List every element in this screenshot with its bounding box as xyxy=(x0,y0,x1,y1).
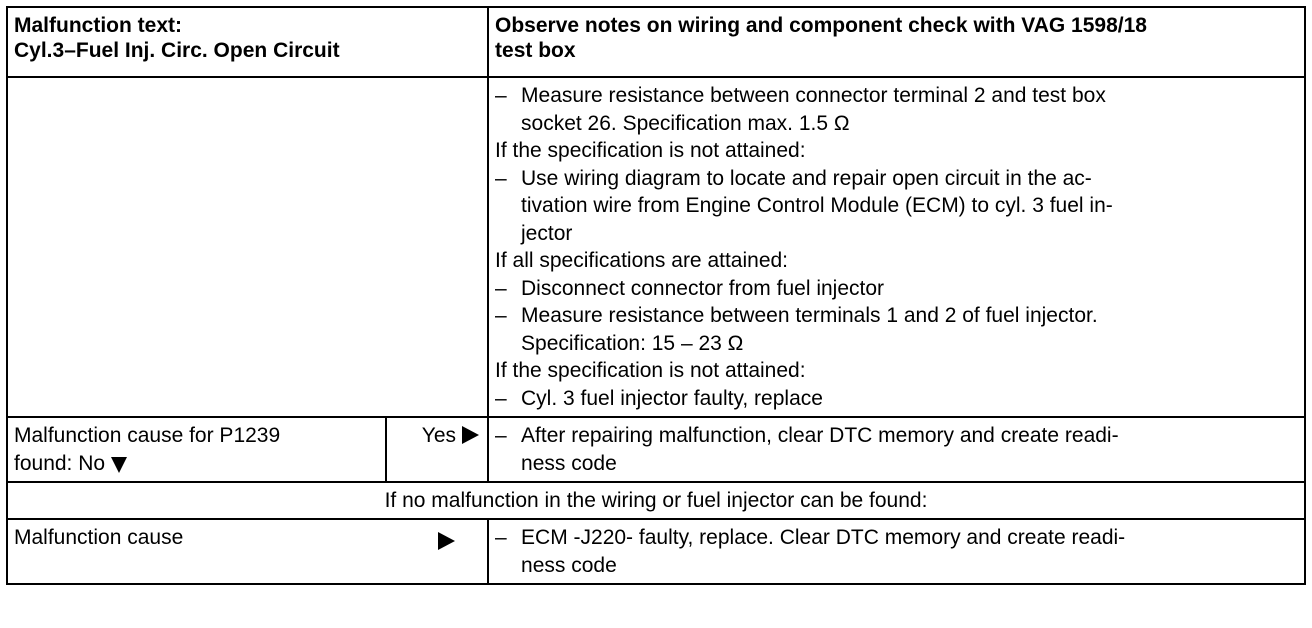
final-cause-label: Malfunction cause xyxy=(14,526,184,549)
step-text: After repairing malfunction, clear DTC m… xyxy=(521,424,1119,447)
condition-not-attained-2: If the specification is not attained: xyxy=(495,359,806,382)
dash: – xyxy=(495,84,507,107)
final-action-cell: – ECM -J220- faulty, replace. Clear DTC … xyxy=(487,518,1307,585)
step-disconnect-connector: – Disconnect connector from fuel injecto… xyxy=(495,275,1298,303)
step-replace-ecm: – ECM -J220- faulty, replace. Clear DTC … xyxy=(495,524,1298,579)
step-repair-open-circuit: – Use wiring diagram to locate and repai… xyxy=(495,165,1298,248)
step-text: ECM -J220- faulty, replace. Clear DTC me… xyxy=(521,526,1126,549)
arrow-down-icon xyxy=(111,456,128,473)
header-right-line2: test box xyxy=(495,39,576,62)
dash: – xyxy=(495,166,507,190)
step-measure-terminal-2: – Measure resistance between connector t… xyxy=(495,82,1298,137)
cause-question-line1: Malfunction cause for P1239 xyxy=(14,424,281,447)
dash: – xyxy=(495,526,507,549)
condition-all-attained: If all specifications are attained: xyxy=(495,249,789,272)
malfunction-cause-question-cell: Malfunction cause for P1239 found: No xyxy=(6,416,387,483)
yes-label: Yes xyxy=(421,424,457,447)
step-text: Use wiring diagram to locate and repair … xyxy=(521,166,1092,190)
arrow-right-icon xyxy=(438,532,456,550)
step-text: Measure resistance between connector ter… xyxy=(521,84,1106,107)
step-clear-dtc: – After repairing malfunction, clear DTC… xyxy=(495,422,1298,477)
malfunction-cause-row: Malfunction cause for P1239 found: No Ye… xyxy=(6,416,1307,483)
step-text: Measure resistance between terminals 1 a… xyxy=(521,304,1098,327)
header-left-line1: Malfunction text: xyxy=(14,14,182,37)
condition-not-attained-1: If the specification is not attained: xyxy=(495,139,806,162)
wiring-notes-header: Observe notes on wiring and component ch… xyxy=(487,6,1307,78)
step-text: tivation wire from Engine Control Module… xyxy=(521,194,1113,217)
note-row: If no malfunction in the wiring or fuel … xyxy=(5,481,1307,520)
cause-question-line2: found: No xyxy=(14,450,379,478)
yes-cell: Yes xyxy=(384,416,490,483)
steps-left-empty-cell xyxy=(5,76,490,418)
dash: – xyxy=(495,386,507,410)
repair-procedure-table: Malfunction text: Cyl.3–Fuel Inj. Circ. … xyxy=(5,6,1307,585)
header-row: Malfunction text: Cyl.3–Fuel Inj. Circ. … xyxy=(5,6,1307,78)
dash: – xyxy=(495,424,507,447)
dash: – xyxy=(495,304,507,327)
final-row: Malfunction cause – ECM -J220- faulty, r… xyxy=(5,518,1307,585)
step-text: ness code xyxy=(521,553,617,577)
header-right-line1: Observe notes on wiring and component ch… xyxy=(495,14,1147,37)
step-text: ness code xyxy=(521,451,617,475)
step-replace-injector: – Cyl. 3 fuel injector faulty, replace xyxy=(495,385,1298,413)
procedure-grid: Malfunction text: Cyl.3–Fuel Inj. Circ. … xyxy=(5,6,1307,585)
cause-action-cell: – After repairing malfunction, clear DTC… xyxy=(487,416,1307,483)
step-measure-injector: – Measure resistance between terminals 1… xyxy=(495,302,1298,357)
step-text: jector xyxy=(521,221,573,245)
final-cause-cell: Malfunction cause xyxy=(5,518,490,585)
no-malfunction-note: If no malfunction in the wiring or fuel … xyxy=(5,481,1307,520)
steps-cell: – Measure resistance between connector t… xyxy=(487,76,1307,418)
step-text: socket 26. Specification max. 1.5 Ω xyxy=(521,111,850,135)
step-text: Specification: 15 – 23 Ω xyxy=(521,331,744,355)
header-left-line2: Cyl.3–Fuel Inj. Circ. Open Circuit xyxy=(14,39,340,62)
arrow-right-icon xyxy=(462,426,480,444)
step-text: Disconnect connector from fuel injector xyxy=(521,276,885,300)
malfunction-text-header: Malfunction text: Cyl.3–Fuel Inj. Circ. … xyxy=(5,6,490,78)
dash: – xyxy=(495,276,507,300)
step-text: Cyl. 3 fuel injector faulty, replace xyxy=(521,386,823,410)
cause-no-label: found: No xyxy=(14,451,106,475)
steps-row: – Measure resistance between connector t… xyxy=(5,76,1307,418)
